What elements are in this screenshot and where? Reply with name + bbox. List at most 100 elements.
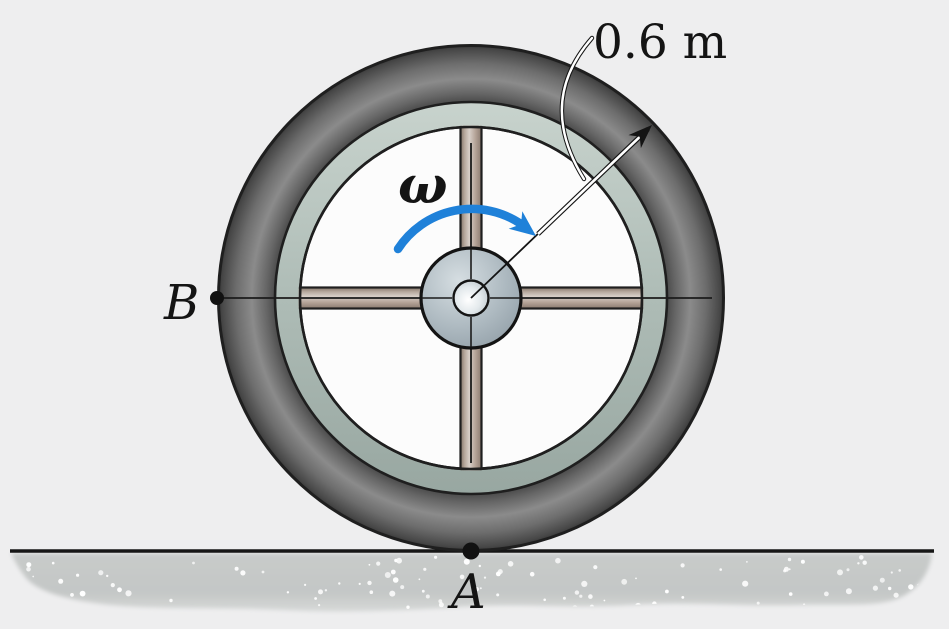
ground-speckle <box>26 566 31 572</box>
ground-speckle <box>783 569 787 573</box>
rotation-arrow <box>393 204 536 254</box>
ground-speckle <box>324 589 328 592</box>
ground-speckle <box>890 571 893 574</box>
ground-speckle <box>106 574 109 578</box>
ground-speckle <box>496 593 500 597</box>
ground-speckle <box>438 599 443 604</box>
ground-speckle <box>478 564 481 568</box>
ground-speckle <box>234 566 239 571</box>
ground-speckle <box>898 569 901 572</box>
ground-speckle <box>338 582 341 585</box>
ground-speckle <box>908 584 914 590</box>
ground-speckle <box>376 561 381 566</box>
ground-speckle <box>893 592 899 598</box>
ground-speckle <box>314 597 317 600</box>
ground-speckle <box>574 590 580 595</box>
ground-speckle <box>434 555 438 559</box>
ground-speckle <box>423 567 427 571</box>
ground-speckle <box>483 576 487 579</box>
ground-speckle <box>286 591 290 594</box>
ground-speckle <box>529 571 535 577</box>
ground-speckle <box>368 563 371 566</box>
ground-speckle <box>32 575 35 578</box>
ground-speckle <box>845 588 852 595</box>
rotation-arrow-arc <box>393 204 526 254</box>
ground-speckle <box>318 604 321 607</box>
ground-speckle <box>603 599 606 602</box>
ground-speckle <box>579 594 583 598</box>
ground-speckle <box>800 559 805 564</box>
ground-speckle <box>888 586 892 591</box>
ground-speckle <box>680 563 685 568</box>
ground-speckle <box>824 591 829 597</box>
ground-speckle <box>389 590 396 597</box>
wheel <box>217 44 725 552</box>
ground-speckle <box>837 569 843 576</box>
label-point-b: B <box>163 275 199 331</box>
ground-speckle <box>746 561 748 563</box>
ground-speckle <box>98 570 104 576</box>
ground-speckle <box>369 590 374 594</box>
point-b-dot <box>210 291 224 305</box>
ground-speckle <box>51 561 55 565</box>
ground-speckle <box>788 568 791 571</box>
omega-label: ω <box>398 155 448 216</box>
ground-speckle <box>384 572 391 578</box>
ground-speckle <box>742 580 749 587</box>
ground-speckle <box>390 569 396 575</box>
ground-speckle <box>788 592 793 596</box>
ground-speckle <box>79 590 86 597</box>
ground-speckle <box>635 577 637 580</box>
ground-speckle <box>304 583 307 587</box>
ground-speckle <box>261 570 265 574</box>
ground-speckle <box>58 578 64 584</box>
ground-speckle <box>192 561 195 565</box>
ground-speckle <box>406 605 410 609</box>
radius-label: 0.6 m <box>593 15 727 70</box>
ground-speckle <box>497 569 503 575</box>
ground-speckle <box>507 561 514 567</box>
ground-fill <box>11 553 932 612</box>
ground-speckle <box>438 602 444 608</box>
ground-speckle <box>463 558 470 565</box>
ground-speckle <box>555 557 561 564</box>
hub-tick-marks <box>422 249 520 347</box>
ground-speckle <box>76 573 80 577</box>
ground-speckle <box>474 587 479 592</box>
radius-arrow-inner-shaft <box>470 228 544 299</box>
ground-speckle <box>665 589 669 594</box>
ground-speckle <box>787 557 792 562</box>
ground-speckle <box>543 598 546 602</box>
ground-speckle <box>117 587 122 593</box>
ground-speckle <box>169 598 173 603</box>
ground-speckle <box>358 582 361 586</box>
ground-speckle <box>681 596 685 599</box>
ground-speckle <box>562 596 566 600</box>
ground-speckle <box>240 570 246 576</box>
label-point-a: A <box>447 564 486 620</box>
ground-speckle <box>418 578 421 581</box>
ground-speckle <box>719 568 722 571</box>
ground-speckle <box>862 560 867 565</box>
ground-speckle <box>425 594 430 599</box>
ground-speckle <box>475 597 479 601</box>
ground-speckle <box>125 590 132 597</box>
ground-speckle <box>459 574 465 580</box>
radius-arrow-head <box>628 125 652 149</box>
ground-speckle <box>318 589 323 595</box>
ground-speckle <box>421 589 425 593</box>
ground-speckle <box>756 601 760 605</box>
radius-arrow <box>470 125 652 299</box>
ground-speckle <box>110 583 115 588</box>
ground-speckle <box>400 585 405 590</box>
leader-line <box>559 35 595 182</box>
ground-speckle <box>581 580 588 588</box>
ground-speckle <box>367 580 372 586</box>
rotation-arrow-head <box>508 211 536 236</box>
point-a-dot <box>462 542 480 560</box>
ground-speckle <box>872 585 879 591</box>
ground-speckle <box>621 578 628 585</box>
ground-speckle <box>70 593 74 597</box>
